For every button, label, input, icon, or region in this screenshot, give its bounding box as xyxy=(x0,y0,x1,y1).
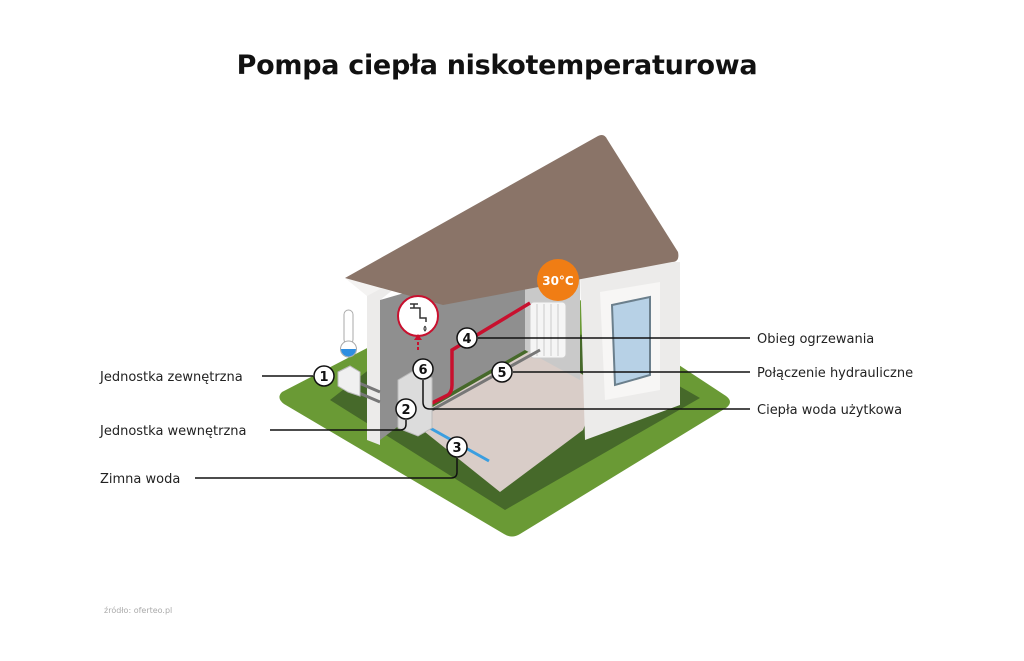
gable-wall xyxy=(367,262,412,445)
label-outdoor-unit: Jednostka zewnętrzna xyxy=(99,370,243,385)
outdoor-unit xyxy=(337,365,361,397)
marker-6: 6 xyxy=(412,358,434,380)
window xyxy=(610,295,651,387)
marker-1: 1 xyxy=(313,365,335,387)
marker-2: 2 xyxy=(395,398,417,420)
marker-3: 3 xyxy=(446,436,468,458)
label-cold-water: Zimna woda xyxy=(100,472,180,487)
svg-text:1: 1 xyxy=(319,370,328,385)
svg-text:6: 6 xyxy=(418,363,427,378)
hot-water-tap-icon xyxy=(397,295,439,350)
radiator xyxy=(529,301,567,359)
marker-5: 5 xyxy=(491,361,513,383)
temperature-value: 30°C xyxy=(542,274,574,288)
source-note: źródło: oferteo.pl xyxy=(104,606,173,615)
page-title: Pompa ciepła niskotemperaturowa xyxy=(236,50,758,81)
label-hot-water: Ciepła woda użytkowa xyxy=(757,403,902,418)
svg-text:4: 4 xyxy=(462,332,471,347)
hydraulic-pipe xyxy=(431,348,541,412)
label-heating-circuit: Obieg ogrzewania xyxy=(757,332,874,347)
svg-text:3: 3 xyxy=(452,441,461,456)
thermometer-icon xyxy=(340,309,357,358)
marker-4: 4 xyxy=(456,327,478,349)
svg-text:2: 2 xyxy=(401,403,410,418)
heating-pipe xyxy=(431,301,531,405)
temperature-badge: 30°C xyxy=(537,259,579,301)
svg-text:5: 5 xyxy=(497,366,506,381)
label-indoor-unit: Jednostka wewnętrzna xyxy=(99,424,247,439)
label-hydraulic-connection: Połączenie hydrauliczne xyxy=(757,366,913,381)
callout-lines xyxy=(195,337,750,479)
roof xyxy=(345,135,679,305)
